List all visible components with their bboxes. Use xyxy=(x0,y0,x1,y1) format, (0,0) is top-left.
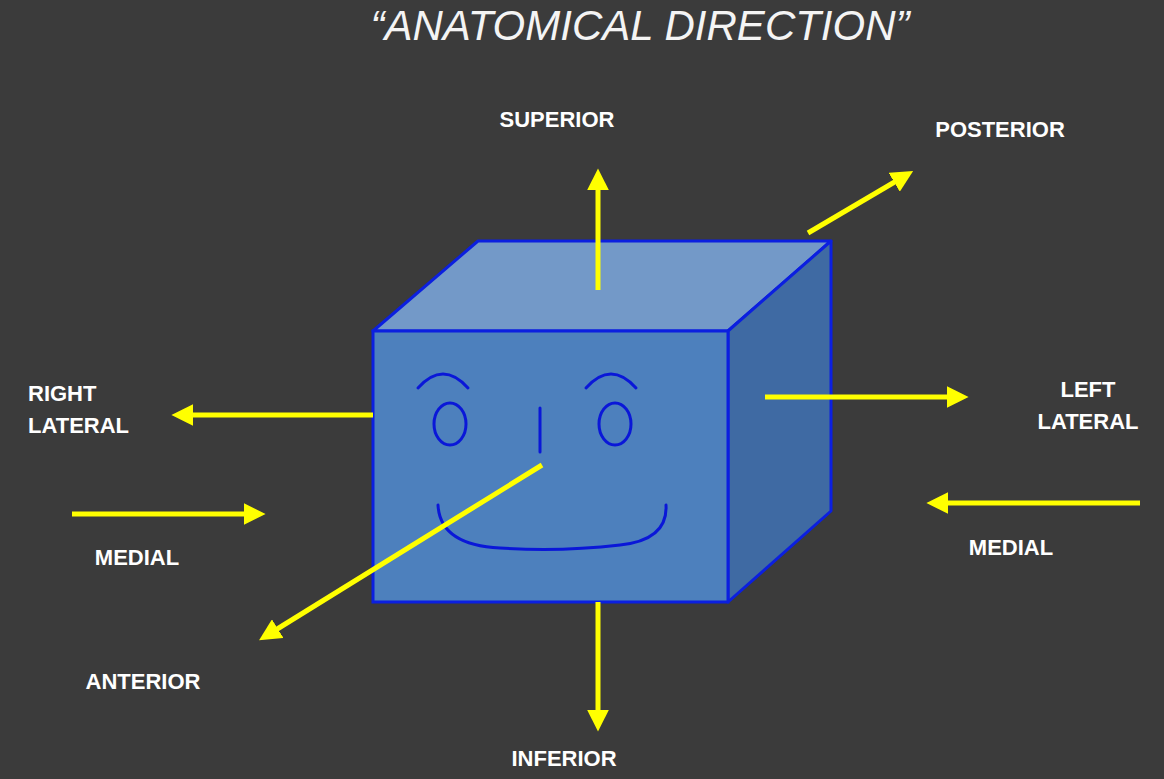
anterior-arrow xyxy=(274,465,542,631)
direction-label: RIGHT LATERAL xyxy=(28,378,150,442)
eyebrow xyxy=(418,374,468,388)
eye xyxy=(599,403,631,445)
nose xyxy=(539,408,542,452)
mouth xyxy=(438,505,666,549)
medial-arrow xyxy=(944,501,1140,506)
direction-label: INFERIOR xyxy=(464,743,664,775)
direction-label: MEDIAL xyxy=(57,542,217,574)
direction-label: MEDIAL xyxy=(931,532,1091,564)
cube-side xyxy=(728,241,831,602)
right-lateral-arrow xyxy=(189,413,373,418)
eyebrow xyxy=(586,374,636,388)
diagram-title: “ANATOMICAL DIRECTION” xyxy=(370,3,909,49)
direction-label: POSTERIOR xyxy=(900,114,1100,146)
direction-label: SUPERIOR xyxy=(457,104,657,136)
direction-label: ANTERIOR xyxy=(43,666,243,698)
eye xyxy=(434,403,466,445)
posterior-arrow xyxy=(808,180,898,233)
direction-label: LEFT LATERAL xyxy=(1023,374,1153,438)
cube-front xyxy=(373,331,728,602)
superior-arrow xyxy=(596,186,601,290)
left-lateral-arrow xyxy=(765,395,951,400)
medial-arrow xyxy=(72,512,248,517)
inferior-arrow xyxy=(596,602,601,714)
